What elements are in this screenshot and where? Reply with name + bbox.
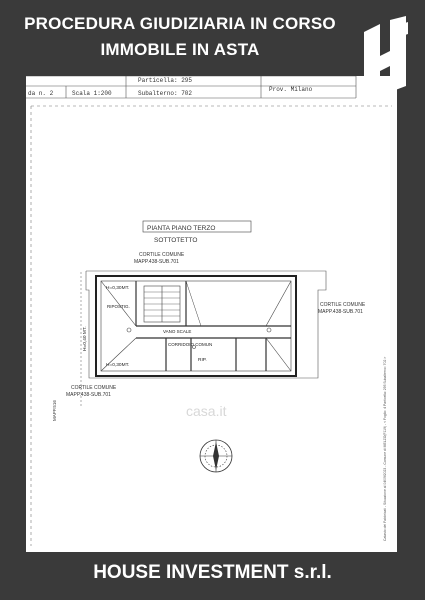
top-banner: PROCEDURA GIUDIZIARIA IN CORSO IMMOBILE … xyxy=(0,0,425,75)
h-left-label: H=0,40 MT. xyxy=(82,326,88,351)
banner-line-2: IMMOBILE IN ASTA xyxy=(100,40,260,59)
cortile-top-ref: MAPP.438-SUB.701 xyxy=(134,259,179,265)
casa-watermark: casa.it xyxy=(186,403,227,419)
vano-scale-label: VANO SCALE xyxy=(163,329,191,334)
cortile-right-label: CORTILE COMUNE xyxy=(320,302,366,308)
scala-label: Scala 1:200 xyxy=(72,90,112,97)
h-top-left-label: H=0,30MT. xyxy=(106,285,129,291)
compass-icon xyxy=(199,439,233,473)
provincia-label: Prov. Milano xyxy=(269,86,313,93)
plan-subtitle: SOTTOTETTO xyxy=(154,237,197,244)
particella-label: Particella: 295 xyxy=(138,77,192,84)
room-left-label: RIPOSTIG. xyxy=(107,304,130,309)
foglio-label: da n. 2 xyxy=(28,90,54,97)
rip-label: RIP. xyxy=(198,357,207,363)
bottom-banner: HOUSE INVESTMENT s.r.l. xyxy=(93,562,332,583)
cortile-top-label: CORTILE COMUNE xyxy=(139,252,185,258)
catasto-footer-note: Catasto dei Fabbricati - Situazione al 0… xyxy=(383,357,387,541)
cortile-bottom-ref: MAPP.438-SUB.701 xyxy=(66,392,111,398)
floor-plan-drawing: Particella: 295 da n. 2 Scala 1:200 Suba… xyxy=(26,76,392,546)
h-bottom-left-label: H=0,30MT. xyxy=(106,362,129,368)
corridoio-label: CORRIDOIO COMUN xyxy=(168,342,212,347)
plan-title: PIANTA PIANO TERZO xyxy=(147,225,215,232)
hi-logo-icon xyxy=(362,16,412,96)
cortile-right-ref: MAPP.438-SUB.701 xyxy=(318,309,363,315)
cadastral-plan-sheet: Particella: 295 da n. 2 Scala 1:200 Suba… xyxy=(26,76,397,552)
banner-line-1: PROCEDURA GIUDIZIARIA IN CORSO xyxy=(24,14,336,33)
cortile-bottom-label: CORTILE COMUNE xyxy=(71,385,117,391)
mapp-side-label: MAPP.516 xyxy=(52,400,57,421)
subalterno-label: Subalterno: 702 xyxy=(138,90,192,97)
